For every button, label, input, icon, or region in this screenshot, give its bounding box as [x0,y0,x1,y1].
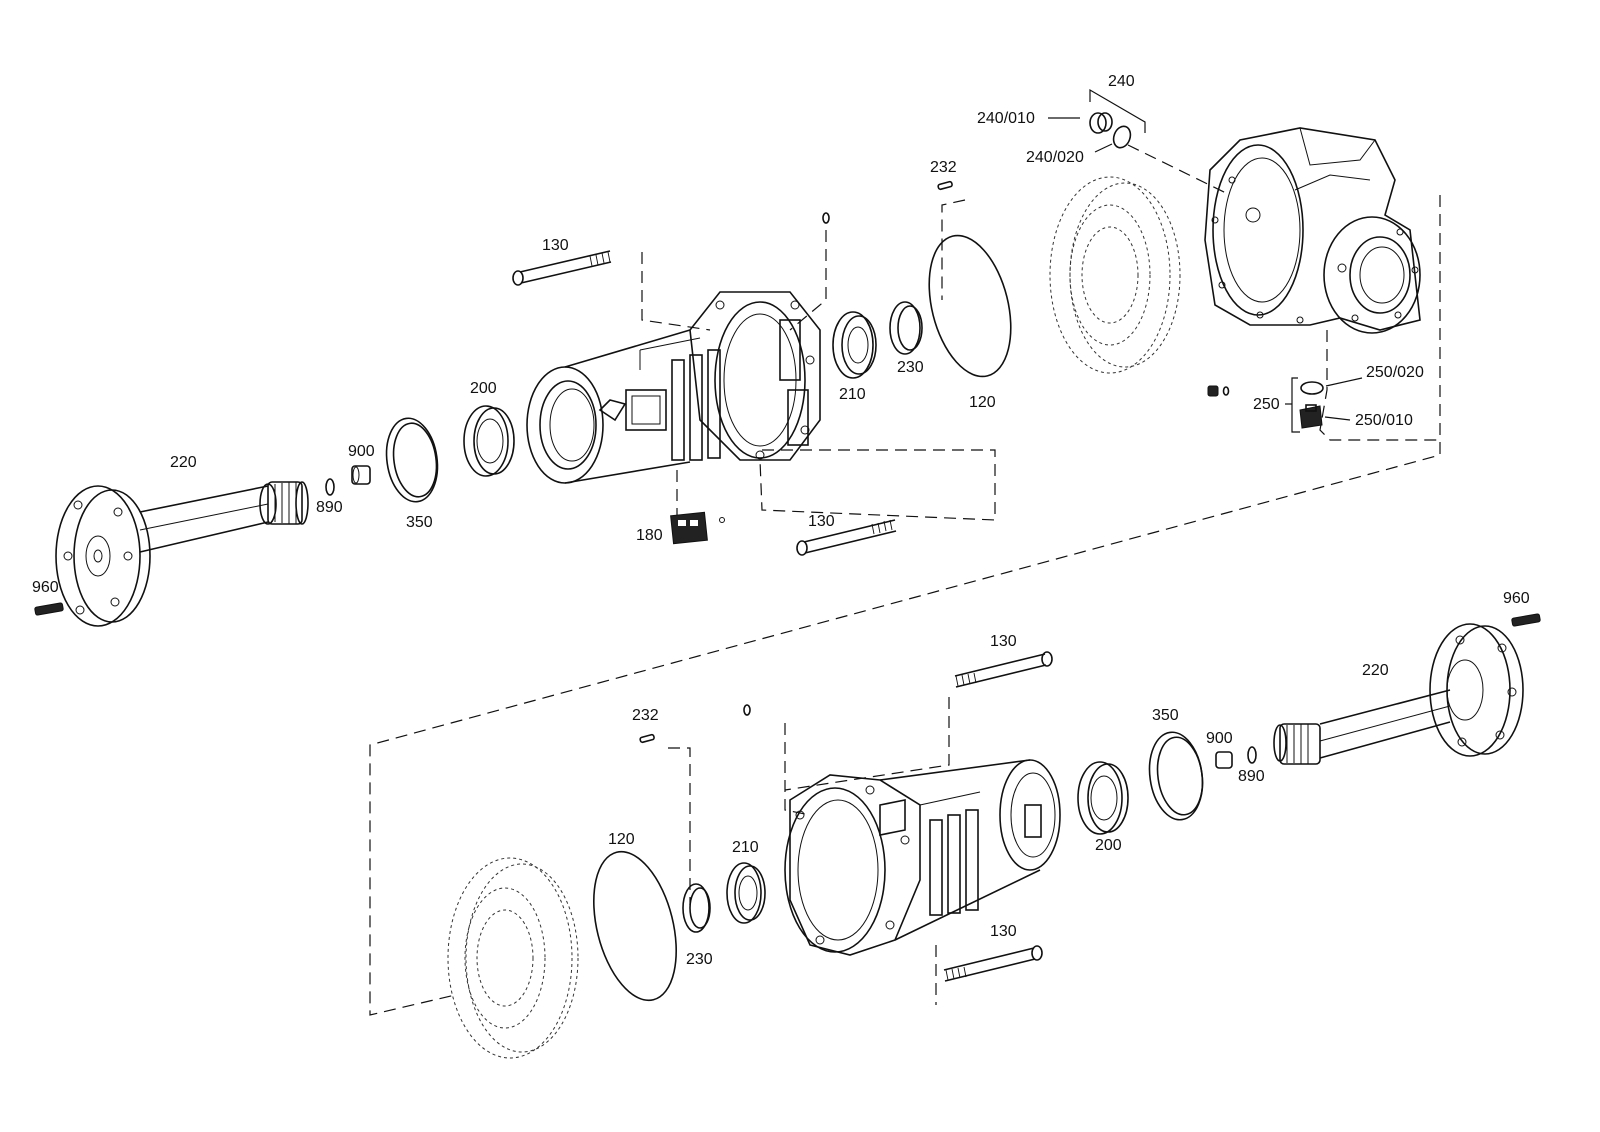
ring-890-bottom [1247,746,1257,764]
leader-lines [1048,117,1363,421]
ring-350-bottom [1148,731,1204,821]
label-890-top: 890 [316,499,343,516]
label-250-010: 250/010 [1355,412,1413,429]
plate-180 [670,511,725,545]
label-200-bottom: 200 [1095,837,1122,854]
label-130-bottom-upper: 130 [990,633,1017,650]
label-240-020: 240/020 [1026,149,1084,166]
ring-890-top [325,478,335,496]
stud-960-left [34,602,64,616]
bolt-130-mid [796,519,897,556]
label-120-top: 120 [969,394,996,411]
bearing-200-top [463,405,515,477]
ring-230-top [889,301,923,355]
label-220-bottom: 220 [1362,662,1389,679]
label-250: 250 [1253,396,1280,413]
oring-120-bottom [592,850,678,1002]
shaft-220-bottom [1273,623,1524,765]
ring-350-top [385,417,439,503]
label-220-top: 220 [170,454,197,471]
part-labels: 240 240/010 240/020 232 130 200 210 230 … [32,73,1530,968]
stud-960-right [1511,613,1541,627]
ghost-disc-top [1049,176,1181,374]
bolt-130-top [512,250,612,286]
bearing-210-bottom [726,862,766,924]
center-housing [1204,127,1421,334]
dashed-connectors [369,144,1441,1016]
plug-240-010 [1089,112,1113,134]
label-960-right: 960 [1503,590,1530,607]
bolt-130-bottom-upper [954,651,1053,688]
pin-small-bottom [743,704,751,716]
bearing-200-bottom [1077,761,1129,835]
label-232-bottom: 232 [632,707,659,724]
label-350-bottom: 350 [1152,707,1179,724]
bolt-130-bottom-lower [943,945,1043,982]
ring-230-bottom [682,883,711,933]
label-900-bottom: 900 [1206,730,1233,747]
bracket-240 [1089,88,1146,133]
plug-250-010 [1299,404,1323,429]
label-130-bottom-lower: 130 [990,923,1017,940]
label-232-top: 232 [930,159,957,176]
oring-120-top [928,234,1012,378]
ring-250-020 [1300,381,1324,395]
label-130-mid: 130 [808,513,835,530]
label-350-top: 350 [406,514,433,531]
sleeve-900-bottom [1215,751,1233,769]
label-230-top: 230 [897,359,924,376]
bracket-250 [1291,377,1300,433]
housing-bottom [784,759,1061,956]
label-120-bottom: 120 [608,831,635,848]
label-130-top: 130 [542,237,569,254]
label-900-top: 900 [348,443,375,460]
pin-232-bottom [639,733,655,744]
seal-240-020 [1112,125,1132,149]
sleeve-900-top [351,465,371,485]
pin-232-top [937,180,953,191]
ghost-disc-bottom [447,857,579,1059]
label-180: 180 [636,527,663,544]
label-240-010: 240/010 [977,110,1035,127]
label-960-left: 960 [32,579,59,596]
screw-small-250 [1207,385,1230,397]
label-230-bottom: 230 [686,951,713,968]
label-250-020: 250/020 [1366,364,1424,381]
bearing-210-top [832,311,877,379]
label-890-bottom: 890 [1238,768,1265,785]
housing-top [526,291,821,484]
pin-small-top [822,212,830,224]
label-200-top: 200 [470,380,497,397]
label-210-bottom: 210 [732,839,759,856]
label-240: 240 [1108,73,1135,90]
label-210-top: 210 [839,386,866,403]
shaft-220-top [55,481,309,627]
